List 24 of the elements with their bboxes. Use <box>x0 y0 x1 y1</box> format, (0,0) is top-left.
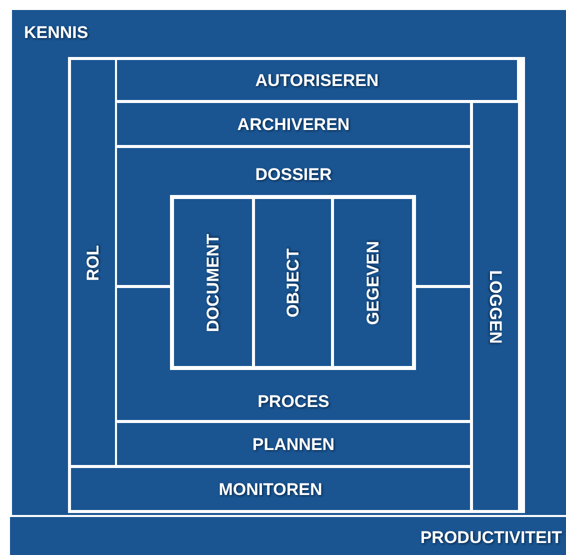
layer-label: DOSSIER <box>254 166 333 183</box>
layer-label: ARCHIVEREN <box>236 116 351 132</box>
layer-label: LOGGEN <box>487 270 504 344</box>
layer-box <box>117 103 470 145</box>
layer-box <box>12 10 566 515</box>
layer-label: AUTORISEREN <box>254 72 380 88</box>
layer-box <box>473 103 518 510</box>
layer-box <box>174 199 252 366</box>
layer-label: MONITOREN <box>218 480 324 498</box>
layer-label: OBJECT <box>284 248 302 317</box>
layer-box <box>71 468 470 510</box>
layer-box <box>255 199 331 366</box>
layer-label: PLANNEN <box>251 436 336 452</box>
layer-box <box>10 517 566 555</box>
layer-label: DOCUMENT <box>204 233 222 332</box>
layer-box <box>334 199 412 366</box>
layer-box <box>117 423 470 465</box>
layer-label: PROCES <box>256 393 330 410</box>
layer-box <box>117 60 517 100</box>
layer-label: ROL <box>84 244 102 280</box>
layer-label: PRODUCTIVITEIT <box>420 529 562 546</box>
layer-box <box>71 60 115 465</box>
layer-label: GEGEVEN <box>364 240 382 325</box>
layer-label: KENNIS <box>24 24 88 41</box>
